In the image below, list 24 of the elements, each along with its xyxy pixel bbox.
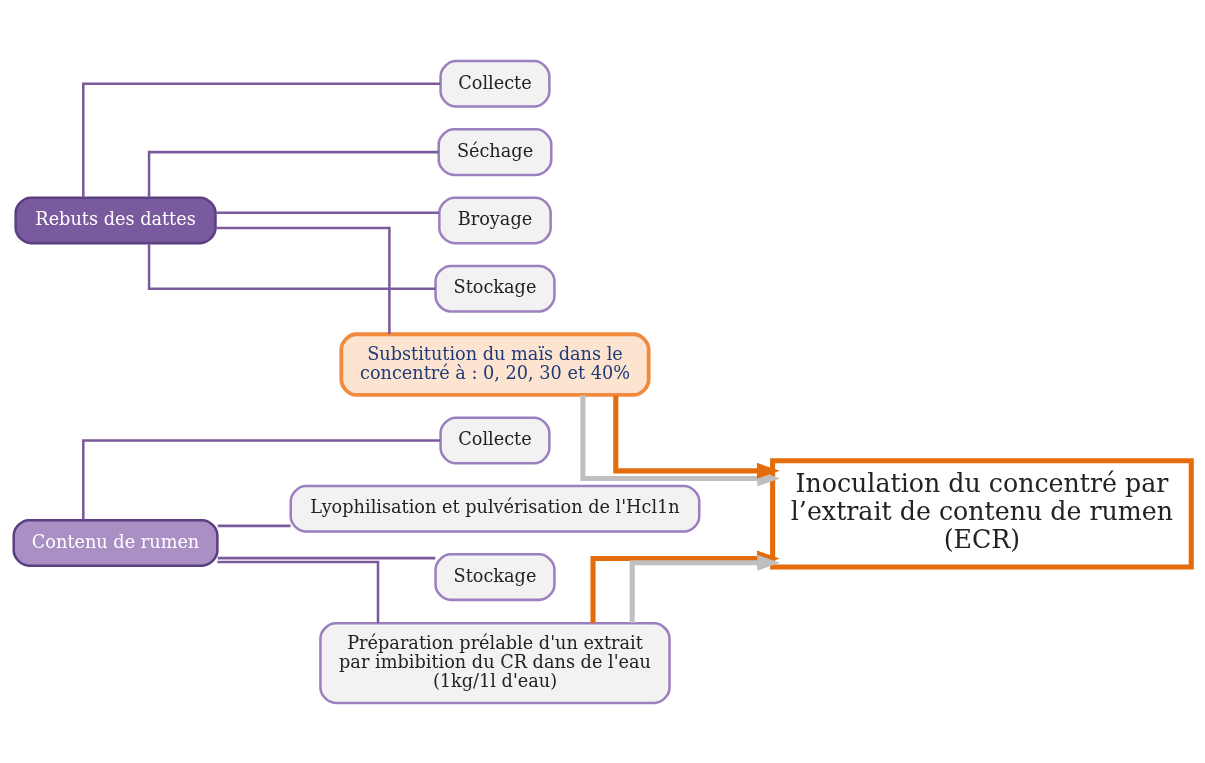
node-box: Collecte <box>439 415 551 465</box>
connector <box>215 226 391 334</box>
node-box: Lyophilisation et pulvérisation de l'Hcl1n <box>289 484 701 533</box>
connector <box>217 556 436 559</box>
arrow <box>613 394 780 479</box>
connector <box>215 211 439 214</box>
node-box: Inoculation du concentré par l’extrait de contenu de rumen (ECR) <box>770 457 1194 569</box>
node-box: Substitution du maïs dans le concentré à : 0, 20, 30 et 40% <box>339 331 651 397</box>
node-box: Broyage <box>438 195 552 244</box>
node-box: Contenu de rumen <box>12 518 219 567</box>
connector <box>82 82 441 197</box>
node-box: Collecte <box>439 59 551 108</box>
connector <box>147 243 436 290</box>
node-box: Stockage <box>434 264 556 313</box>
connector <box>217 560 380 623</box>
node-box: Rebuts des dattes <box>14 195 217 244</box>
connector <box>82 438 441 520</box>
connector <box>217 524 291 527</box>
arrow <box>629 554 781 623</box>
node-box: Préparation prélable d'un extrait par imbibition du CR dans de l'eau (1kg/1l d'eau) <box>319 621 671 704</box>
node-box: Séchage <box>437 127 553 176</box>
connector <box>147 150 439 197</box>
node-box: Stockage <box>434 552 556 601</box>
arrow <box>580 394 781 486</box>
